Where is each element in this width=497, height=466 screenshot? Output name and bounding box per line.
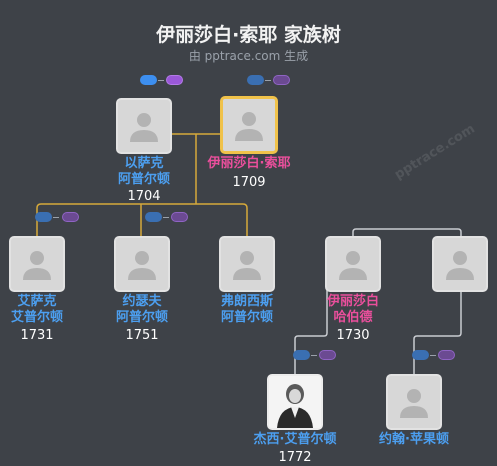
person-silhouette-icon [339, 251, 367, 280]
pill-connector [158, 80, 164, 81]
person-silhouette-icon [128, 251, 156, 280]
person-silhouette-icon [446, 251, 474, 280]
expand-father-button[interactable] [140, 75, 157, 85]
person-silhouette-icon [130, 113, 158, 142]
person-card-elizabeth-hubbard[interactable] [325, 236, 381, 292]
person-card-isaac[interactable] [116, 98, 172, 154]
person-card-isaac-jr[interactable] [9, 236, 65, 292]
person-card-joseph[interactable] [114, 236, 170, 292]
person-name-isaac-jr[interactable]: 艾萨克 艾普尔顿 [10, 294, 63, 325]
person-card-john[interactable] [386, 374, 442, 430]
pill-connector [53, 217, 59, 218]
person-year-isaac-jr: 1731 [20, 328, 54, 343]
person-name-isaac[interactable]: 以萨克 阿普尔顿 [117, 156, 170, 187]
person-year-isaac: 1704 [127, 189, 161, 204]
person-silhouette-icon [23, 251, 51, 280]
page-subtitle: 由 pptrace.com 生成 [188, 49, 309, 63]
portrait-photo-icon [269, 376, 321, 428]
expand-mother-button[interactable] [166, 75, 183, 85]
person-name-john[interactable]: 约翰·苹果顿 [379, 432, 449, 447]
person-card-elizabeth-sawyer[interactable] [220, 96, 278, 154]
person-card-francis[interactable] [219, 236, 275, 292]
person-year-elizabeth-sawyer: 1709 [232, 175, 266, 190]
person-name-elizabeth-hubbard[interactable]: 伊丽莎白 哈伯德 [326, 294, 379, 325]
expand-mother-button[interactable] [171, 212, 188, 222]
person-year-jesse: 1772 [278, 450, 312, 465]
person-year-elizabeth-hubbard: 1730 [336, 328, 370, 343]
page-title: 伊丽莎白·索耶 家族树 [156, 24, 341, 46]
person-name-elizabeth-sawyer[interactable]: 伊丽莎白·索耶 [207, 156, 291, 171]
expand-father-button[interactable] [247, 75, 264, 85]
expand-mother-button[interactable] [319, 350, 336, 360]
person-card-jesse[interactable] [267, 374, 323, 430]
person-name-joseph[interactable]: 约瑟夫 阿普尔顿 [115, 294, 168, 325]
pill-connector [430, 355, 436, 356]
expand-father-button[interactable] [412, 350, 429, 360]
expand-mother-button[interactable] [273, 75, 290, 85]
expand-father-button[interactable] [293, 350, 310, 360]
person-silhouette-icon [235, 112, 263, 141]
person-card-unknown[interactable] [432, 236, 488, 292]
expand-mother-button[interactable] [438, 350, 455, 360]
person-name-jesse[interactable]: 杰西·艾普尔顿 [253, 432, 337, 447]
pill-connector [311, 355, 317, 356]
expand-mother-button[interactable] [62, 212, 79, 222]
pill-connector [163, 217, 169, 218]
pill-connector [265, 80, 271, 81]
person-year-joseph: 1751 [125, 328, 159, 343]
person-name-francis[interactable]: 弗朗西斯 阿普尔顿 [220, 294, 273, 325]
person-silhouette-icon [400, 389, 428, 418]
person-silhouette-icon [233, 251, 261, 280]
expand-father-button[interactable] [145, 212, 162, 222]
expand-father-button[interactable] [35, 212, 52, 222]
